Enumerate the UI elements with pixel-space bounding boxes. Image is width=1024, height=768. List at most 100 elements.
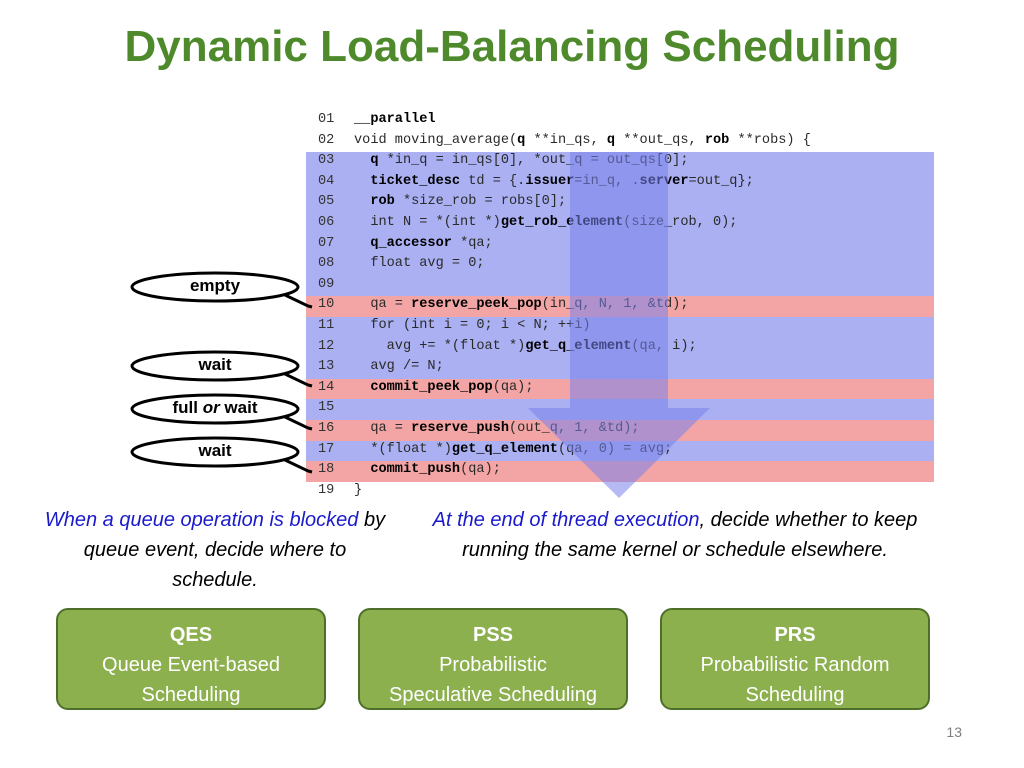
code-segment [354, 380, 370, 395]
code-segment [354, 174, 370, 189]
code-text: float avg = 0; [354, 254, 485, 275]
line-number: 13 [318, 359, 335, 375]
box-line: Speculative Scheduling [389, 684, 597, 706]
code-keyword: reserve_peek_pop [411, 297, 542, 313]
code-keyword: issuer [525, 173, 575, 189]
code-keyword: commit_peek_pop [370, 379, 493, 395]
line-number: 06 [318, 215, 335, 230]
line-number: 09 [318, 276, 335, 292]
code-segment: **out_qs, [615, 132, 705, 148]
code-segment [354, 462, 370, 477]
code-keyword: q [370, 153, 379, 169]
line-number: 17 [318, 441, 335, 457]
code-segment: (qa); [492, 379, 534, 395]
code-line: 14 commit_peek_pop(qa); [306, 378, 934, 399]
code-segment: avg /= N; [354, 359, 444, 375]
code-keyword: rob [704, 132, 730, 148]
slide-title: Dynamic Load-Balancing Scheduling [124, 22, 900, 71]
code-line: 13 avg /= N; [306, 357, 934, 378]
code-keyword: q [517, 132, 526, 148]
box-line: Probabilistic [439, 654, 547, 676]
description-pss: At the end of thread execution, decide w… [420, 505, 930, 565]
line-number: 11 [318, 318, 335, 333]
code-text: void moving_average(q **in_qs, q **out_q… [354, 131, 811, 152]
box-qes: QES Queue Event-based Scheduling [56, 608, 326, 710]
code-segment: **in_qs, [525, 132, 607, 148]
code-keyword: q [606, 132, 616, 148]
code-text: avg /= N; [354, 357, 444, 378]
line-number: 01 [318, 112, 335, 127]
code-text: for (int i = 0; i < N; ++i) [354, 316, 591, 337]
callout-text-part: or [202, 398, 220, 417]
code-keyword: rob [370, 194, 395, 210]
code-line: 09 [306, 275, 934, 296]
code-line: 08 float avg = 0; [306, 254, 934, 275]
code-line: 07 q_accessor *qa; [306, 234, 934, 255]
box-pss: PSS Probabilistic Speculative Scheduling [358, 608, 628, 710]
code-segment [354, 236, 370, 251]
code-keyword: ticket_desc [370, 173, 461, 189]
description-qes: When a queue operation is blocked by que… [40, 505, 390, 595]
line-number: 02 [318, 132, 335, 148]
code-text: rob *size_rob = robs[0]; [354, 192, 566, 213]
code-block: 01 __parallel 02 void moving_average(q **in… [306, 110, 936, 500]
box-line: Scheduling [745, 684, 845, 706]
code-text: } [354, 481, 362, 502]
callout-label: full or wait [130, 398, 300, 418]
code-segment: *(float *) [354, 441, 452, 457]
code-keyword: reserve_push [411, 421, 510, 436]
code-segment: **robs) { [729, 132, 811, 148]
line-number: 19 [318, 482, 335, 498]
code-keyword: commit_push [370, 462, 461, 478]
code-text: __parallel [354, 110, 436, 131]
down-arrow-icon [528, 152, 710, 498]
code-segment: *size_rob = robs[0]; [394, 194, 567, 210]
description-text: , decide whether to keep running the sam… [462, 509, 918, 561]
box-line: Queue Event-based [102, 654, 280, 676]
code-line: 11 for (int i = 0; i < N; ++i) [306, 316, 934, 337]
code-segment: *qa; [451, 235, 493, 251]
code-segment: (qa); [460, 462, 501, 478]
code-keyword: get_q_element [451, 441, 558, 457]
code-text: commit_push(qa); [354, 460, 501, 481]
line-number: 10 [318, 297, 335, 313]
line-number: 15 [318, 400, 335, 416]
line-number: 18 [318, 462, 335, 478]
callout-label: wait [198, 441, 232, 460]
code-segment: float avg = 0; [354, 256, 485, 272]
code-segment: qa = [354, 297, 412, 313]
callout-text-part: full [172, 398, 203, 417]
box-line: Probabilistic Random [700, 654, 890, 676]
callout-bubble [130, 393, 313, 431]
code-text: commit_peek_pop(qa); [354, 378, 534, 399]
code-line: 18 commit_push(qa); [306, 460, 934, 481]
box-prs: PRS Probabilistic Random Scheduling [660, 608, 930, 710]
description-text: by queue event, decide where to schedule… [83, 509, 386, 591]
code-line: 19} [306, 481, 934, 502]
code-segment: avg += *(float *) [354, 338, 526, 354]
description-highlight: When a queue operation is blocked [44, 509, 359, 531]
line-number: 16 [318, 421, 335, 436]
line-number: 08 [318, 256, 335, 272]
line-number: 12 [318, 338, 335, 354]
callout-bubble [130, 436, 313, 474]
line-number: 04 [318, 173, 335, 189]
line-number: 07 [318, 235, 335, 251]
callout-label: wait [198, 355, 232, 374]
code-segment: =out_q}; [688, 173, 754, 189]
box-abbr: QES [169, 624, 213, 646]
box-abbr: PRS [774, 624, 816, 646]
box-abbr: PSS [472, 624, 514, 646]
code-segment [354, 194, 370, 209]
callout-bubble [130, 350, 313, 388]
line-number: 03 [318, 153, 335, 169]
code-segment [354, 153, 370, 168]
code-line: 15 [306, 398, 934, 419]
callout-text-part: wait [219, 398, 258, 417]
code-segment: td = {. [460, 173, 526, 189]
code-keyword: __parallel [354, 112, 436, 127]
code-segment: for (int i = 0; i < N; ++i) [354, 318, 591, 333]
callout-bubble [130, 271, 313, 309]
code-line: 01 __parallel [306, 110, 934, 131]
code-text: q_accessor *qa; [354, 234, 493, 255]
